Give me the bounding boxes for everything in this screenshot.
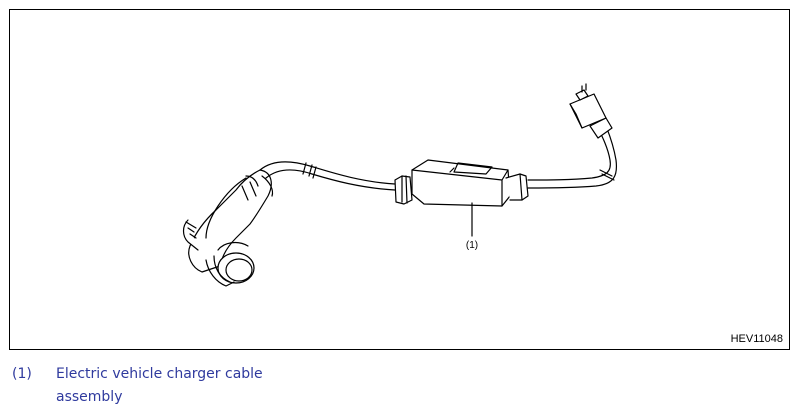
callout-label: (1) xyxy=(466,240,478,251)
cable-segment-left xyxy=(259,161,396,191)
figure-frame: (1) HEV11048 xyxy=(9,9,790,350)
charger-cable-illustration: (1) xyxy=(182,83,618,287)
control-box-icon xyxy=(394,159,529,207)
cable-segment-right xyxy=(527,125,618,189)
outlet-plug-icon xyxy=(569,83,613,139)
legend-item-number: (1) xyxy=(12,366,32,382)
figure-code: HEV11048 xyxy=(730,333,783,345)
callout-1: (1) xyxy=(466,202,478,251)
legend-item-text: Electric vehicle charger cable assembly xyxy=(56,366,263,405)
charger-plug-icon xyxy=(182,169,274,287)
